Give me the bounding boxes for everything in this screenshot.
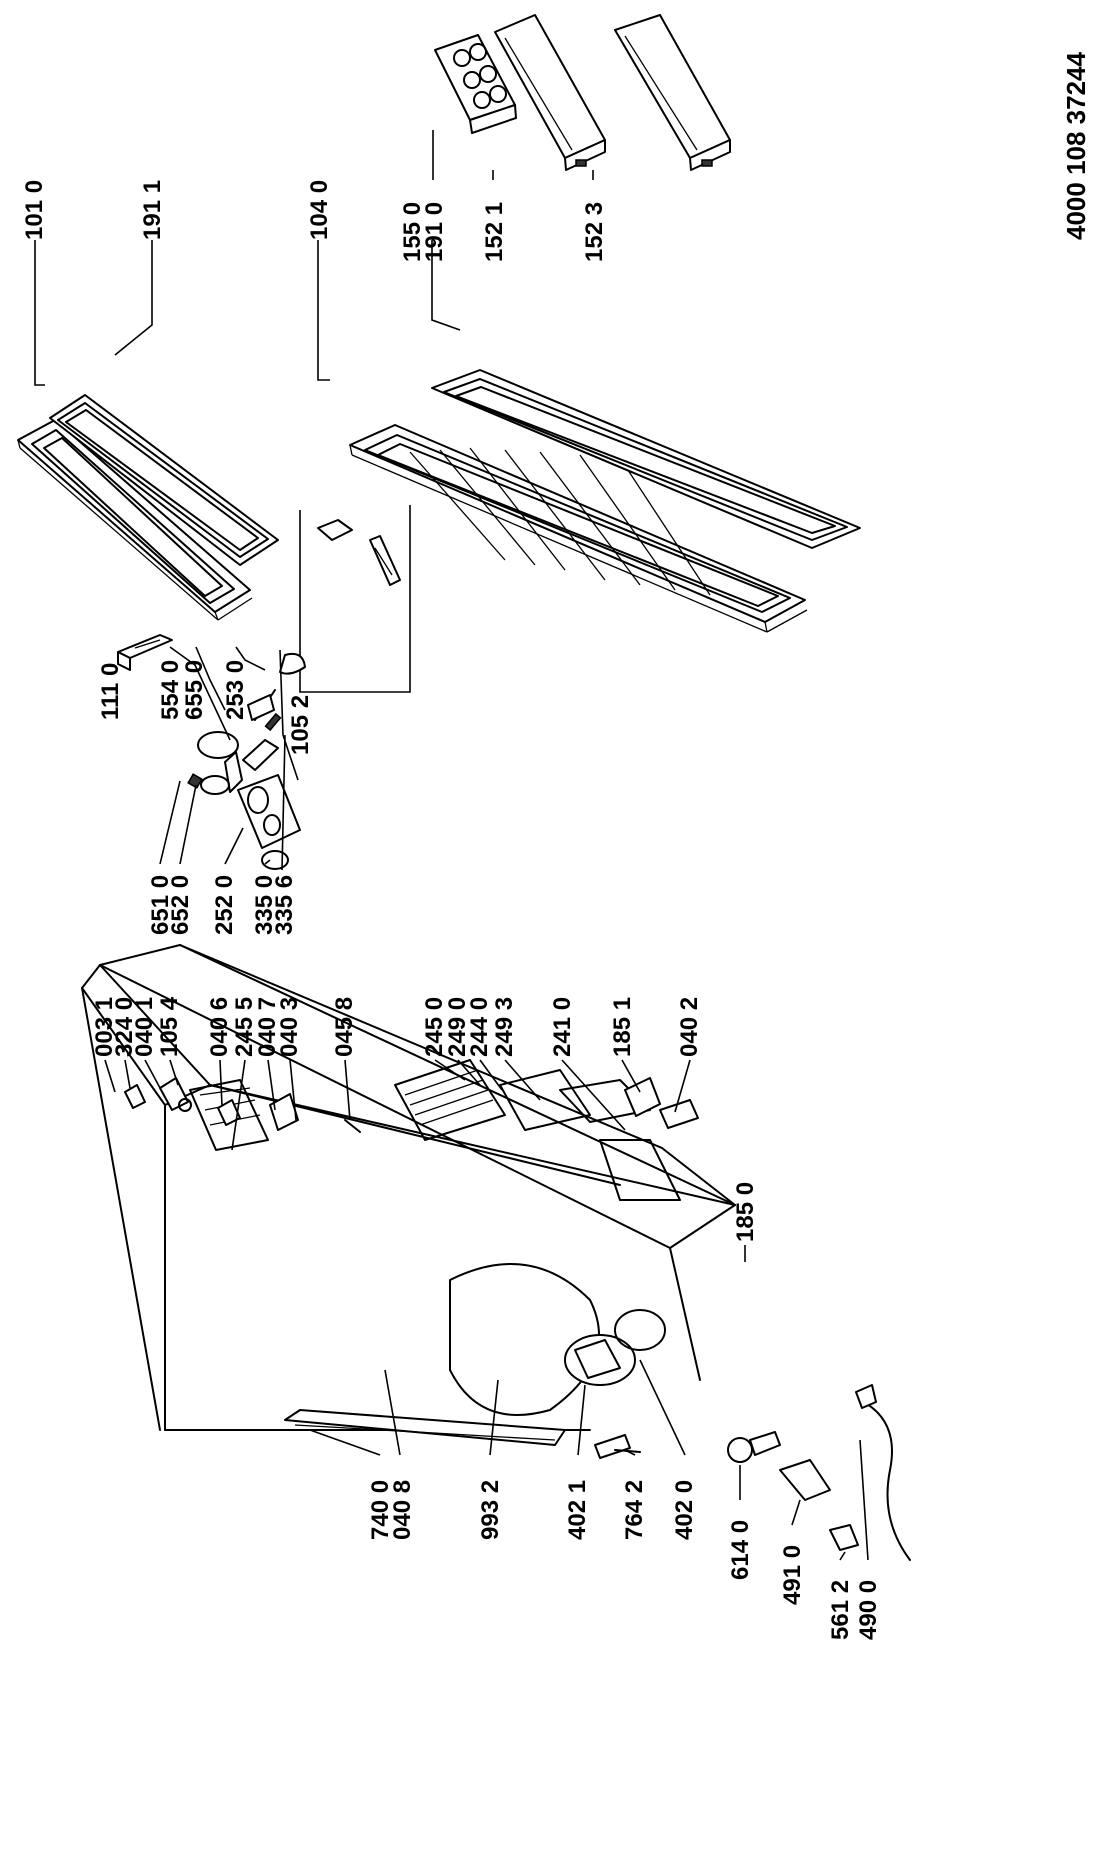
label-152-3: 152 3	[581, 202, 608, 262]
electrical-parts-drawing	[727, 1384, 911, 1561]
label-045-8: 045 8	[331, 997, 358, 1057]
label-402-1: 402 1	[564, 1480, 591, 1540]
label-155-0: 155 0	[399, 202, 426, 262]
label-651-0: 651 0	[147, 875, 174, 935]
label-040-6: 040 6	[206, 997, 233, 1057]
condenser-drawing	[284, 1409, 566, 1446]
label-245-5: 245 5	[231, 997, 258, 1057]
label-241-0: 241 0	[549, 997, 576, 1057]
door-bin-lower-drawing	[614, 14, 731, 171]
label-040-2: 040 2	[676, 997, 703, 1057]
fridge-door-drawing	[349, 424, 808, 633]
fridge-door-gasket-drawing	[431, 369, 861, 549]
egg-tray-drawing	[434, 34, 517, 134]
label-335-0: 335 0	[251, 875, 278, 935]
cabinet-back-cutout	[449, 1263, 600, 1416]
label-152-1: 152 1	[481, 202, 508, 262]
label-764-2: 764 2	[621, 1480, 648, 1540]
label-252-0: 252 0	[211, 875, 238, 935]
compressor-drawing	[564, 1309, 666, 1459]
label-003-1: 003 1	[91, 997, 118, 1057]
label-993-2: 993 2	[477, 1480, 504, 1540]
cabinet-shelves	[189, 1059, 681, 1201]
label-244-0: 244 0	[466, 997, 493, 1057]
label-111-0: 111 0	[97, 663, 124, 720]
label-655-0: 655 0	[181, 660, 208, 720]
freezer-door-drawing	[17, 419, 253, 621]
label-185-1: 185 1	[609, 997, 636, 1057]
label-491-0: 491 0	[779, 1545, 806, 1605]
label-249-0: 249 0	[444, 997, 471, 1057]
label-185-0: 185 0	[732, 1182, 759, 1242]
label-249-3: 249 3	[491, 997, 518, 1057]
label-105-4: 105 4	[156, 996, 183, 1057]
label-652-0: 652 0	[167, 875, 194, 935]
label-104-0: 104 0	[306, 180, 333, 240]
label-040-3: 040 3	[276, 997, 303, 1057]
label-191-1: 191 1	[139, 180, 166, 240]
document-number: 4000 108 37244	[1061, 51, 1091, 240]
label-335-6: 335 6	[271, 875, 298, 935]
label-402-0: 402 0	[671, 1480, 698, 1540]
label-561-2: 561 2	[827, 1580, 854, 1640]
label-490-0: 490 0	[855, 1580, 882, 1640]
door-bin-upper-drawing	[494, 14, 606, 171]
label-101-0: 101 0	[21, 180, 48, 240]
door-shelf-ridges	[409, 447, 711, 596]
cabinet-drawing	[81, 944, 736, 1431]
label-040-1: 040 1	[131, 997, 158, 1057]
small-parts-upper	[124, 1077, 699, 1133]
label-253-0: 253 0	[222, 660, 249, 720]
leader-lines	[34, 130, 869, 1561]
freezer-door-gasket-drawing	[49, 394, 279, 566]
hinge-kit-drawing	[299, 505, 411, 693]
label-324-0: 324 0	[111, 997, 138, 1057]
label-040-8: 040 8	[389, 1480, 416, 1540]
label-105-2: 105 2	[287, 695, 314, 755]
part-labels: 101 0 191 1 104 0 155 0 191 0 152 1 152 …	[21, 51, 1091, 1640]
label-245-0: 245 0	[421, 997, 448, 1057]
label-740-0: 740 0	[367, 1480, 394, 1540]
label-040-7: 040 7	[254, 997, 281, 1057]
hinge-cover-drawing	[117, 634, 173, 671]
label-191-0: 191 0	[421, 202, 448, 262]
label-614-0: 614 0	[727, 1520, 754, 1580]
label-554-0: 554 0	[157, 660, 184, 720]
